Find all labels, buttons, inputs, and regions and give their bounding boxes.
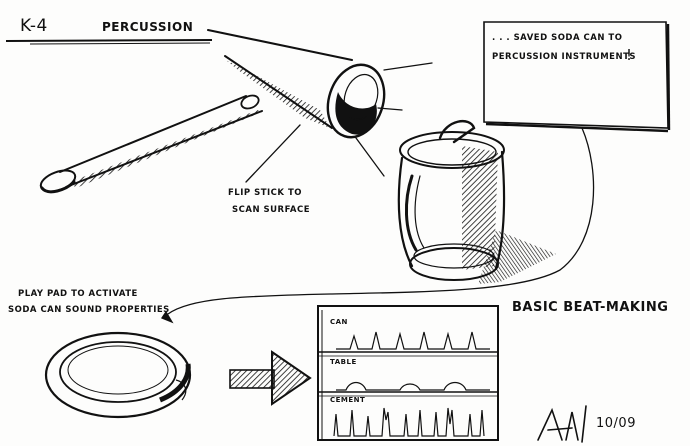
note-exclamation: ! bbox=[626, 46, 633, 64]
header-topic: PERCUSSION bbox=[102, 20, 194, 34]
beat-row-label-cement: CEMENT bbox=[330, 396, 366, 404]
beat-row-label-can: CAN bbox=[330, 318, 348, 326]
waveform-can bbox=[336, 331, 490, 350]
play-pad bbox=[44, 331, 192, 419]
drumstick-full bbox=[39, 94, 263, 194]
note-line-2: PERCUSSION INSTRUMENTS bbox=[492, 52, 636, 62]
header-underline bbox=[5, 39, 213, 45]
waveform-cement bbox=[333, 407, 485, 437]
connector-curve bbox=[161, 127, 595, 324]
soda-can bbox=[397, 119, 556, 284]
pad-annotation-line-1: PLAY PAD TO ACTIVATE bbox=[18, 289, 138, 299]
sketch-date: 10/09 bbox=[596, 416, 636, 431]
pad-annotation-line-2: SODA CAN SOUND PROPERTIES bbox=[8, 305, 170, 315]
header-code: K-4 bbox=[20, 16, 48, 36]
flip-annotation-line-1: FLIP STICK TO bbox=[228, 188, 302, 198]
beat-panel bbox=[317, 305, 499, 441]
signature-mark bbox=[537, 405, 587, 443]
waveform-table bbox=[336, 381, 490, 391]
beat-panel-title: BASIC BEAT-MAKING bbox=[512, 300, 669, 315]
drumstick-closeup bbox=[207, 29, 433, 183]
note-box bbox=[483, 21, 671, 133]
flip-annotation-line-2: SCAN SURFACE bbox=[232, 205, 311, 215]
beat-row-label-table: TABLE bbox=[330, 358, 357, 366]
note-line-1: . . . SAVED SODA CAN TO bbox=[492, 33, 623, 43]
arrow-icon bbox=[229, 350, 312, 406]
